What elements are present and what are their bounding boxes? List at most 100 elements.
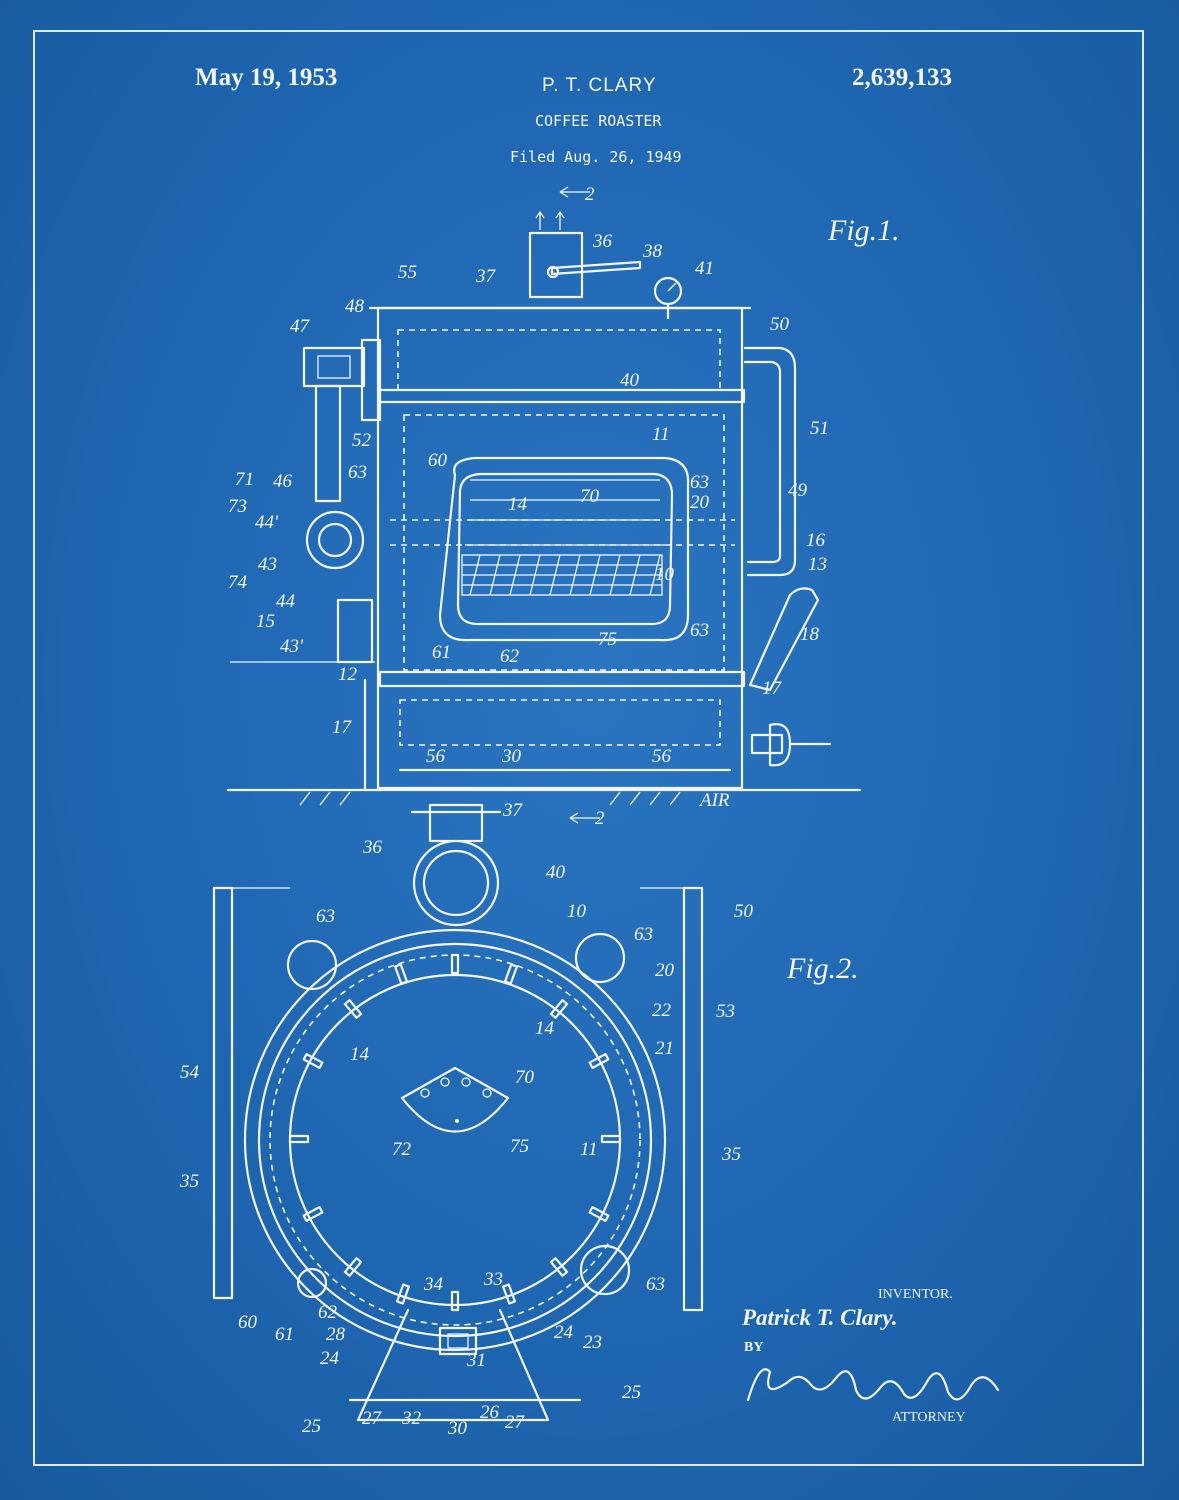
- label-f2-50: 50: [734, 901, 754, 922]
- label-11: 11: [652, 424, 670, 445]
- label-f2-72: 72: [392, 1139, 412, 1160]
- patent-date: May 19, 1953: [195, 64, 338, 91]
- label-16: 16: [806, 530, 826, 551]
- label-2-bottom: 2: [595, 808, 605, 829]
- label-37: 37: [475, 266, 497, 287]
- label-10: 10: [655, 564, 675, 585]
- label-13: 13: [808, 554, 827, 575]
- floor-hatch: [299, 791, 681, 806]
- label-30: 30: [501, 746, 522, 767]
- drum-door: [438, 456, 690, 642]
- label-36: 36: [592, 231, 613, 252]
- label-75: 75: [598, 629, 617, 650]
- roller-63b: [574, 932, 626, 984]
- label-47: 47: [290, 316, 311, 337]
- label-55: 55: [398, 262, 417, 283]
- label-49: 49: [788, 480, 808, 501]
- label-2-top: 2: [585, 184, 595, 205]
- roller-63c: [579, 1244, 631, 1296]
- patent-title: COFFEE ROASTER: [535, 112, 662, 130]
- label-60: 60: [428, 450, 448, 471]
- exhaust-arrows: [535, 210, 565, 230]
- pipe-49: [743, 346, 797, 577]
- label-40: 40: [620, 370, 640, 391]
- label-f2-60: 60: [238, 1312, 258, 1333]
- label-12: 12: [338, 664, 358, 685]
- label-f2-23: 23: [583, 1332, 602, 1353]
- label-51: 51: [810, 418, 829, 439]
- label-f2-24b: 24: [554, 1322, 574, 1343]
- damper-rod: [550, 260, 642, 276]
- label-17a: 17: [762, 678, 783, 699]
- label-f2-63b: 63: [634, 924, 653, 945]
- label-f2-11: 11: [580, 1139, 598, 1160]
- label-63a: 63: [348, 462, 367, 483]
- agitator-hole-1: [420, 1088, 430, 1098]
- label-f2-26: 26: [480, 1402, 500, 1423]
- label-73: 73: [228, 496, 247, 517]
- agitator-hole-4: [482, 1088, 492, 1098]
- handle-18: [748, 587, 820, 692]
- burner-31-inner: [447, 1333, 469, 1349]
- figure-1-drawing: 2 36 38 37 41 55 48 50 47 40 52 11 51 63…: [226, 184, 862, 829]
- label-f2-75: 75: [510, 1136, 529, 1157]
- drum-vanes: [288, 953, 622, 1312]
- label-f2-35a: 35: [179, 1171, 199, 1192]
- inventor-caption: INVENTOR.: [878, 1287, 953, 1302]
- label-18: 18: [800, 624, 820, 645]
- label-f2-27a: 27: [362, 1408, 383, 1429]
- label-f2-33: 33: [483, 1269, 503, 1290]
- label-43pp: 43': [280, 636, 304, 657]
- section-arrow-top: [559, 186, 590, 198]
- pipe-40-outer: [412, 839, 500, 927]
- gauge-needle: [667, 282, 677, 292]
- patent-number: 2,639,133: [852, 64, 952, 91]
- label-f2-10: 10: [567, 901, 587, 922]
- drum-door-inner: [456, 472, 674, 626]
- figure-2-drawing: 37 36 40 10 50 63 63 20 22 53 14 14 21 5…: [179, 800, 754, 1439]
- label-f2-25b: 25: [302, 1416, 321, 1437]
- damper-pivot: [546, 265, 560, 279]
- pulley-43: [305, 510, 365, 570]
- motor-47-inner: [317, 355, 351, 379]
- label-f2-61: 61: [275, 1324, 294, 1345]
- label-20: 20: [690, 492, 710, 513]
- label-f2-70: 70: [515, 1067, 535, 1088]
- attorney-signature: [746, 1368, 1000, 1402]
- label-f2-35b: 35: [721, 1144, 741, 1165]
- motor-47: [302, 346, 366, 388]
- label-f2-63c: 63: [646, 1274, 665, 1295]
- label-f2-62: 62: [318, 1302, 338, 1323]
- drum-20: [288, 973, 622, 1307]
- agitator-hole-3: [461, 1077, 471, 1087]
- casing-inner: [257, 942, 653, 1338]
- door-lines: [465, 479, 665, 546]
- label-70: 70: [580, 486, 600, 507]
- blueprint-border: [33, 30, 1144, 1466]
- burner-housing-23: [356, 1308, 550, 1422]
- label-f2-32: 32: [401, 1408, 422, 1429]
- drum-hidden-outline: [403, 414, 725, 671]
- label-f2-27b: 27: [505, 1412, 526, 1433]
- roller-63a: [286, 939, 338, 991]
- shaft-housing-46: [314, 384, 342, 503]
- label-f2-21: 21: [655, 1038, 674, 1059]
- label-61: 61: [432, 642, 451, 663]
- label-52: 52: [352, 430, 372, 451]
- label-43: 43: [258, 554, 277, 575]
- upper-chamber: [397, 329, 721, 391]
- label-63c: 63: [690, 620, 709, 641]
- bracket-48: [360, 338, 382, 422]
- figure-1-label: Fig.1.: [828, 214, 900, 247]
- burner-section: [399, 699, 721, 746]
- label-f2-25a: 25: [622, 1382, 641, 1403]
- agitator-75: [400, 1096, 510, 1133]
- label-f2-14b: 14: [350, 1044, 370, 1065]
- label-71: 71: [235, 469, 254, 490]
- drum-ring-lower: [378, 670, 746, 688]
- inventor-name-header: P. T. CLARY: [542, 75, 657, 96]
- label-f2-20: 20: [655, 960, 675, 981]
- label-air: AIR: [698, 790, 730, 811]
